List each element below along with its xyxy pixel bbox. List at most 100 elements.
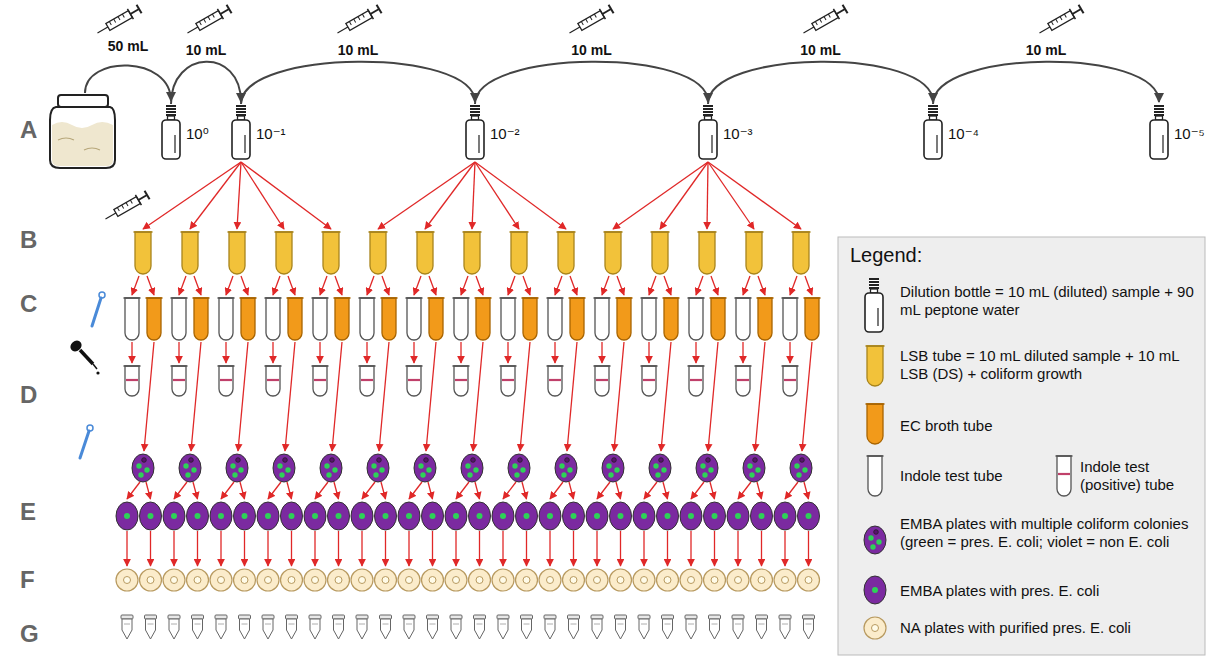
- emba-plate-mixed: [414, 454, 436, 482]
- ec-broth-tube-rim: [334, 297, 351, 299]
- lsb-tube-rim: [275, 231, 294, 233]
- green-colony: [195, 513, 201, 519]
- legend-indole-positive-tube-rim: [1056, 455, 1073, 457]
- violet-colony: [189, 458, 194, 463]
- emba-plate-pure: [210, 502, 232, 530]
- syringe-needle: [105, 213, 115, 219]
- emba-plate-pure: [864, 576, 886, 604]
- ec-broth-tube-rim: [663, 297, 680, 299]
- row-letter: G: [20, 620, 39, 648]
- emba-plate-pure: [234, 502, 256, 530]
- row-letter: F: [20, 566, 35, 594]
- flow-arrow: [221, 482, 234, 499]
- indole-tube-rim: [359, 365, 376, 367]
- indole-transfer-tube-rim: [500, 297, 517, 299]
- purified-colony: [758, 577, 765, 584]
- ec-broth-tube-rim: [428, 297, 445, 299]
- flow-arrow: [613, 162, 708, 229]
- green-colony: [171, 513, 177, 519]
- indole-ring: [596, 379, 608, 381]
- flow-arrow: [147, 276, 154, 295]
- purified-colony: [664, 577, 671, 584]
- purified-colony: [735, 577, 742, 584]
- flow-arrow: [315, 482, 328, 499]
- storage-tube-cap: [568, 615, 580, 619]
- purified-colony: [171, 577, 178, 584]
- green-colony: [185, 472, 190, 477]
- storage-tube: [498, 619, 508, 639]
- green-colony: [232, 472, 237, 477]
- green-colony: [148, 513, 154, 519]
- flow-arrow: [784, 531, 785, 566]
- green-colony: [688, 513, 694, 519]
- purified-colony: [241, 577, 248, 584]
- loop-tip: [87, 425, 93, 431]
- violet-colony: [518, 458, 523, 463]
- lsb-tube: [182, 232, 198, 274]
- syringe-needle: [1039, 27, 1049, 33]
- na-plate: [257, 569, 279, 591]
- lsb-tube-rim: [510, 231, 529, 233]
- ec-broth-tube-rim: [193, 297, 210, 299]
- indole-transfer-tube: [783, 298, 797, 340]
- green-colony: [324, 463, 329, 468]
- green-colony: [430, 513, 436, 519]
- emba-plate-pure: [539, 502, 561, 530]
- ec-broth-tube: [241, 298, 255, 340]
- green-colony: [571, 513, 577, 519]
- legend-text: EMBA plates with multiple coliform colon…: [900, 515, 1195, 551]
- syringe-scale: [594, 14, 596, 17]
- emba-plate-mixed: [555, 454, 577, 482]
- indole-tube-rim: [265, 365, 282, 367]
- storage-tube-mark: [289, 624, 295, 625]
- storage-tube-mark: [148, 624, 154, 625]
- na-plate: [304, 569, 326, 591]
- syringe-handle: [609, 5, 614, 14]
- indole-transfer-tube: [360, 298, 374, 340]
- storage-tube: [404, 619, 414, 639]
- lsb-tube-rim: [557, 231, 576, 233]
- purified-colony: [805, 577, 812, 584]
- bottle-body: [162, 120, 180, 159]
- flow-arrow: [522, 482, 527, 499]
- flow-arrow: [708, 162, 754, 229]
- lsb-tube: [558, 232, 574, 274]
- na-plate: [398, 569, 420, 591]
- emba-plate-mixed: [864, 526, 886, 554]
- ec-broth-tube-rim: [381, 297, 398, 299]
- emba-plate-pure: [398, 502, 420, 530]
- bottle-body: [699, 120, 717, 159]
- lsb-tube: [370, 232, 386, 274]
- flow-arrow: [362, 482, 375, 499]
- violet-colony: [377, 458, 382, 463]
- flow-arrow: [428, 482, 433, 499]
- storage-tube-cap: [239, 615, 251, 619]
- storage-tube-mark: [641, 624, 647, 625]
- lsb-tube: [652, 232, 668, 274]
- syringe-barrel: [346, 11, 373, 31]
- storage-tube-mark: [195, 624, 201, 625]
- cap-thread: [928, 113, 938, 114]
- flow-arrow: [226, 276, 233, 295]
- green-colony: [242, 513, 248, 519]
- cap-thread: [236, 107, 246, 108]
- flow-arrow: [382, 276, 389, 295]
- indole-transfer-tube-rim: [688, 297, 705, 299]
- storage-tube-mark: [359, 624, 365, 625]
- flow-arrow: [691, 482, 704, 499]
- syringe-plunger: [836, 9, 845, 14]
- indole-transfer-tube: [689, 298, 703, 340]
- storage-tube: [686, 619, 696, 639]
- green-colony: [700, 463, 705, 468]
- storage-tube-cap: [309, 615, 321, 619]
- na-plate: [210, 569, 232, 591]
- indole-transfer-tube: [501, 298, 515, 340]
- syringe-scale: [358, 17, 360, 20]
- cap-thread: [869, 286, 879, 287]
- storage-tube-cap: [803, 615, 815, 619]
- indole-transfer-tube-rim: [547, 297, 564, 299]
- flow-arrow: [614, 342, 624, 451]
- row-letter: C: [20, 290, 37, 318]
- violet-colony: [753, 458, 758, 463]
- ec-broth-tube-rim: [146, 297, 163, 299]
